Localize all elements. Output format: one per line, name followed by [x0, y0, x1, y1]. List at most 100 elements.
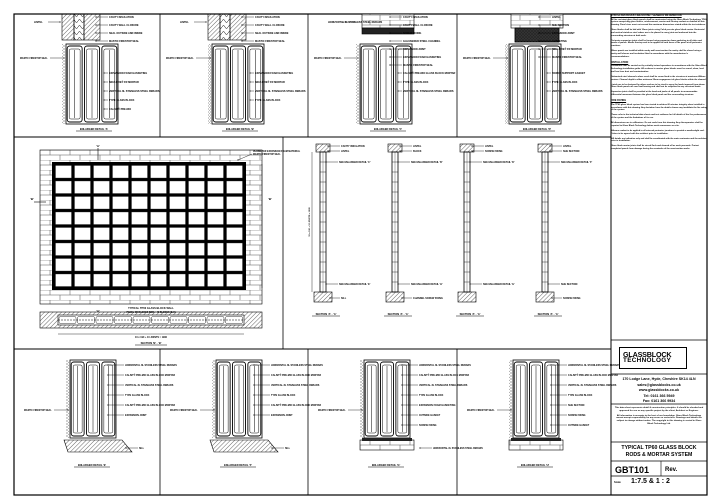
- glass-block: [74, 211, 91, 225]
- glass-block: [131, 242, 148, 256]
- leader-dot: [327, 145, 329, 147]
- annotation-label: EXPANSION FOAM GASKETING: [403, 56, 441, 59]
- annotation-label: MASTIC FIRESTOP SEAL: [253, 153, 281, 156]
- glass-block: [74, 165, 91, 179]
- annotation-label: EXPANSION FOAM GASKETING: [109, 72, 147, 75]
- annotation-label: VERTICAL 8L STAINLESS STEEL REBARS: [109, 90, 160, 93]
- note-paragraph: All dimensions are in millimetres. Do no…: [611, 122, 703, 127]
- annotation-label: CALSIT® PRE-MIX GLASS BLOCK MORTAR: [125, 404, 175, 407]
- glass-block: [74, 227, 91, 241]
- glass-block: [55, 196, 72, 210]
- leader-dot: [213, 409, 215, 411]
- glass-block-cell: [531, 364, 541, 434]
- note-paragraph: Installation shall be carried out by sui…: [611, 65, 707, 73]
- annotation-label: SHH SECTION: [568, 404, 585, 407]
- annotation-label: CHANNEL SCREW FIXING: [413, 297, 443, 300]
- annotation-label: PERIMETER EXPANSION FOAM MATERIAL: [253, 150, 301, 153]
- leader-dot: [209, 57, 211, 59]
- glass-block: [150, 196, 167, 210]
- glass-block: [150, 165, 167, 179]
- annotation-label: CAVITY INSULATION: [255, 16, 280, 19]
- firestop-seal: [62, 44, 65, 124]
- glass-block: [188, 273, 205, 287]
- drawing-title-line: TYPICAL TP60 GLASS BLOCK: [621, 445, 697, 451]
- note-paragraph: Galvanized steel channels where used sha…: [611, 75, 707, 81]
- company-logo: GLASSBLOCK TECHNOLOGY: [619, 347, 687, 369]
- leader-dot: [538, 48, 540, 50]
- disclaimer-paragraph: This data sheet represents detail & cons…: [614, 407, 704, 412]
- leader-dot: [401, 424, 403, 426]
- glass-block: [226, 196, 243, 210]
- annotation-label: HORIZONTAL 8L STAINLESS STEEL REBARS: [419, 364, 471, 367]
- note-heading: TP60 GLASS BLOCK FIRE RATING - GENERAL I…: [611, 14, 682, 17]
- glass-block: [188, 242, 205, 256]
- annotation-label: SCREW FIXING: [403, 32, 421, 35]
- leader-dot: [389, 24, 391, 26]
- leader-dot: [547, 283, 549, 285]
- leader-dot: [107, 414, 109, 416]
- glass-block: [93, 242, 110, 256]
- glass-block: [207, 196, 224, 210]
- cavity-insulation: [73, 13, 85, 41]
- leader-dot: [103, 81, 105, 83]
- website-link[interactable]: www.glassblocks.co.uk: [638, 388, 680, 393]
- detail-caption: ENLARGED DETAIL 'C': [374, 127, 403, 131]
- lintel-section: [207, 13, 221, 41]
- firestop-seal: [212, 360, 215, 438]
- glass-block: [169, 196, 186, 210]
- annotation-label: SCREW FIXING: [563, 297, 581, 300]
- annotation-label: SEAL OUTSIDE AND INSIDE: [109, 32, 143, 35]
- annotation-label: TYPE GLASS BLOCK: [403, 81, 429, 84]
- annotation-label: MASTIC FIRESTOP SEAL: [255, 40, 286, 43]
- glass-block-cell: [86, 48, 98, 120]
- leader-dot: [327, 150, 329, 152]
- elevation-caption: PANEL OF BLOCKS SIZE = 40 BLOCKS (8x5): [127, 311, 176, 314]
- leader-dot: [253, 394, 255, 396]
- sill-section: [63, 439, 133, 453]
- annotation-label: TYPE GLASS BLOCK: [125, 394, 150, 397]
- annotation-label: SILL: [285, 448, 291, 450]
- leader-dot: [419, 447, 421, 449]
- annotation-label: HORIZONTAL 8L STAINLESS STEEL REBARS: [568, 364, 620, 367]
- glass-block: [207, 180, 224, 194]
- annotation-label: LINTEL: [180, 21, 189, 24]
- email-link[interactable]: sales@glassblocks.co.uk: [637, 382, 681, 387]
- glass-block: [131, 196, 148, 210]
- glass-block: [93, 258, 110, 272]
- leader-dot: [546, 81, 548, 83]
- section-caption: SECTION 'A' - 'A': [316, 312, 337, 316]
- note-paragraph: Lintels are to be designed by others and…: [611, 83, 706, 89]
- glass-block-cell: [511, 48, 524, 120]
- note-paragraph: Silicone sealant to be applied to all ex…: [611, 129, 705, 135]
- steel-channel: [511, 438, 561, 441]
- enlarged-detail: HORIZONTAL 8L STAINLESS STEEL REBARSCALS…: [170, 359, 323, 468]
- leader-dot: [546, 90, 548, 92]
- glass-block: [150, 211, 167, 225]
- glass-block: [150, 227, 167, 241]
- glass-block: [93, 180, 110, 194]
- leader-dot: [401, 297, 403, 299]
- leader-dot: [549, 150, 551, 152]
- annotation-label: SEE ENLARGED DETAIL 'C': [339, 161, 371, 164]
- glass-block: [55, 211, 72, 225]
- glass-block: [131, 258, 148, 272]
- glass-block-cell: [397, 48, 410, 120]
- glass-block: [226, 180, 243, 194]
- glass-block: [226, 242, 243, 256]
- note-paragraph: Where panels are installed within cavity…: [611, 50, 702, 58]
- leader-dot: [107, 404, 109, 406]
- glass-block: [207, 258, 224, 272]
- address-line: 170 Lodge Lane, Hyde, Cheshire SK14 4LN: [622, 377, 696, 381]
- firestop-seal: [208, 44, 211, 124]
- section-marker: 'A': [96, 309, 100, 313]
- annotation-label: MASTIC FIRESTOP SEAL: [24, 409, 52, 412]
- leader-dot: [325, 283, 327, 285]
- detail-caption: ENLARGED DETAIL 'B': [226, 127, 255, 131]
- annotation-label: VERTICAL 8L STAINLESS STEEL REBARS: [255, 90, 306, 93]
- leader-dot: [471, 145, 473, 147]
- section-marker: 'B': [268, 197, 272, 201]
- glass-block: [207, 227, 224, 241]
- annotation-label: VERTICAL 8L STAINLESS STEEL REBARS: [271, 384, 320, 387]
- bottom-details-row: HORIZONTAL 8L STAINLESS STEEL REBARS CALS…: [24, 359, 620, 468]
